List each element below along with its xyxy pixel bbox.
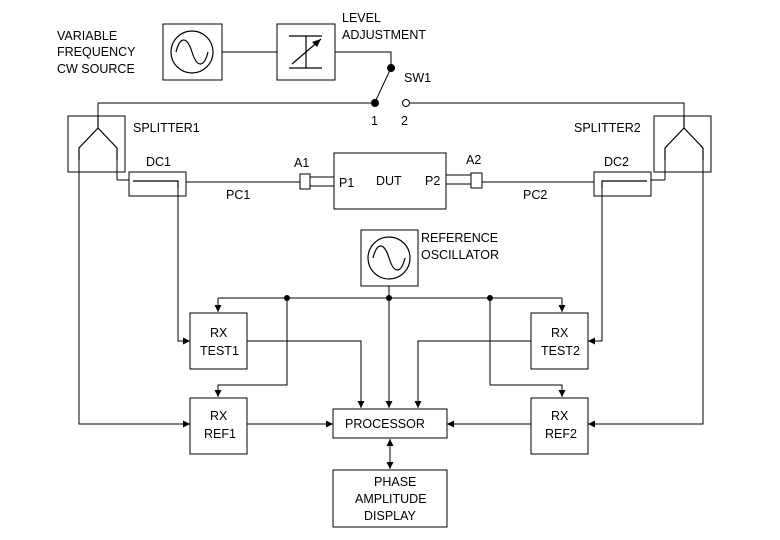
svg-text:REFERENCE: REFERENCE — [421, 231, 498, 245]
adapter-a2 — [445, 172, 483, 189]
level-adjustment-block — [276, 23, 336, 81]
svg-text:DISPLAY: DISPLAY — [364, 509, 417, 523]
dut-port2-label: P2 — [425, 174, 440, 188]
rx-test1-block: RX TEST1 — [189, 312, 248, 370]
svg-text:CW SOURCE: CW SOURCE — [57, 62, 135, 76]
sw1-pos2-label: 2 — [401, 114, 408, 128]
sine-wave-icon — [372, 245, 406, 271]
svg-text:TEST2: TEST2 — [541, 344, 580, 358]
dc2-label: DC2 — [604, 155, 629, 169]
svg-text:PHASE: PHASE — [374, 475, 416, 489]
svg-text:VARIABLE: VARIABLE — [57, 29, 117, 43]
dut-block: DUT P1 P2 — [333, 152, 447, 210]
svg-text:RX: RX — [210, 326, 228, 340]
svg-text:TEST1: TEST1 — [200, 344, 239, 358]
rx-ref1-block: RX REF1 — [189, 397, 248, 455]
a2-label: A2 — [466, 153, 481, 167]
a1-label: A1 — [294, 156, 309, 170]
dut-port1-label: P1 — [339, 176, 354, 190]
cw-source-label: VARIABLE FREQUENCY CW SOURCE — [57, 29, 136, 76]
pc1-label: PC1 — [226, 188, 250, 202]
cw-source-block — [162, 23, 223, 81]
dut-label: DUT — [376, 174, 402, 188]
svg-text:LEVEL: LEVEL — [342, 11, 381, 25]
svg-text:PROCESSOR: PROCESSOR — [345, 417, 425, 431]
sw1-label: SW1 — [404, 71, 431, 85]
directional-coupler-dc1 — [128, 171, 187, 197]
splitter1-label: SPLITTER1 — [133, 121, 200, 135]
svg-text:RX: RX — [551, 409, 569, 423]
switch-sw1: SW1 1 2 — [371, 64, 431, 128]
pc2-label: PC2 — [523, 188, 547, 202]
phase-amplitude-display-block: PHASE AMPLITUDE DISPLAY — [332, 469, 448, 528]
splitter2-block — [653, 115, 712, 173]
rx-ref2-block: RX REF2 — [530, 397, 589, 455]
svg-text:AMPLITUDE: AMPLITUDE — [355, 492, 427, 506]
svg-text:REF1: REF1 — [204, 427, 236, 441]
svg-text:RX: RX — [210, 409, 228, 423]
svg-text:ADJUSTMENT: ADJUSTMENT — [342, 28, 426, 42]
rx-test2-block: RX TEST2 — [530, 312, 589, 370]
splitter2-label: SPLITTER2 — [574, 121, 641, 135]
svg-text:RX: RX — [551, 326, 569, 340]
reference-oscillator-label: REFERENCE OSCILLATOR — [421, 231, 499, 262]
sw1-pos1-label: 1 — [371, 114, 378, 128]
svg-text:OSCILLATOR: OSCILLATOR — [421, 248, 499, 262]
reference-oscillator-block — [360, 229, 419, 287]
svg-text:REF2: REF2 — [545, 427, 577, 441]
attenuator-icon — [289, 35, 322, 69]
dc1-label: DC1 — [146, 155, 171, 169]
svg-text:FREQUENCY: FREQUENCY — [57, 45, 136, 59]
adapter-a1 — [299, 173, 335, 190]
processor-block: PROCESSOR — [332, 408, 448, 439]
sine-wave-icon — [175, 39, 209, 65]
level-adjustment-label: LEVEL ADJUSTMENT — [342, 11, 426, 42]
directional-coupler-dc2 — [593, 171, 652, 197]
splitter1-block — [67, 115, 126, 173]
